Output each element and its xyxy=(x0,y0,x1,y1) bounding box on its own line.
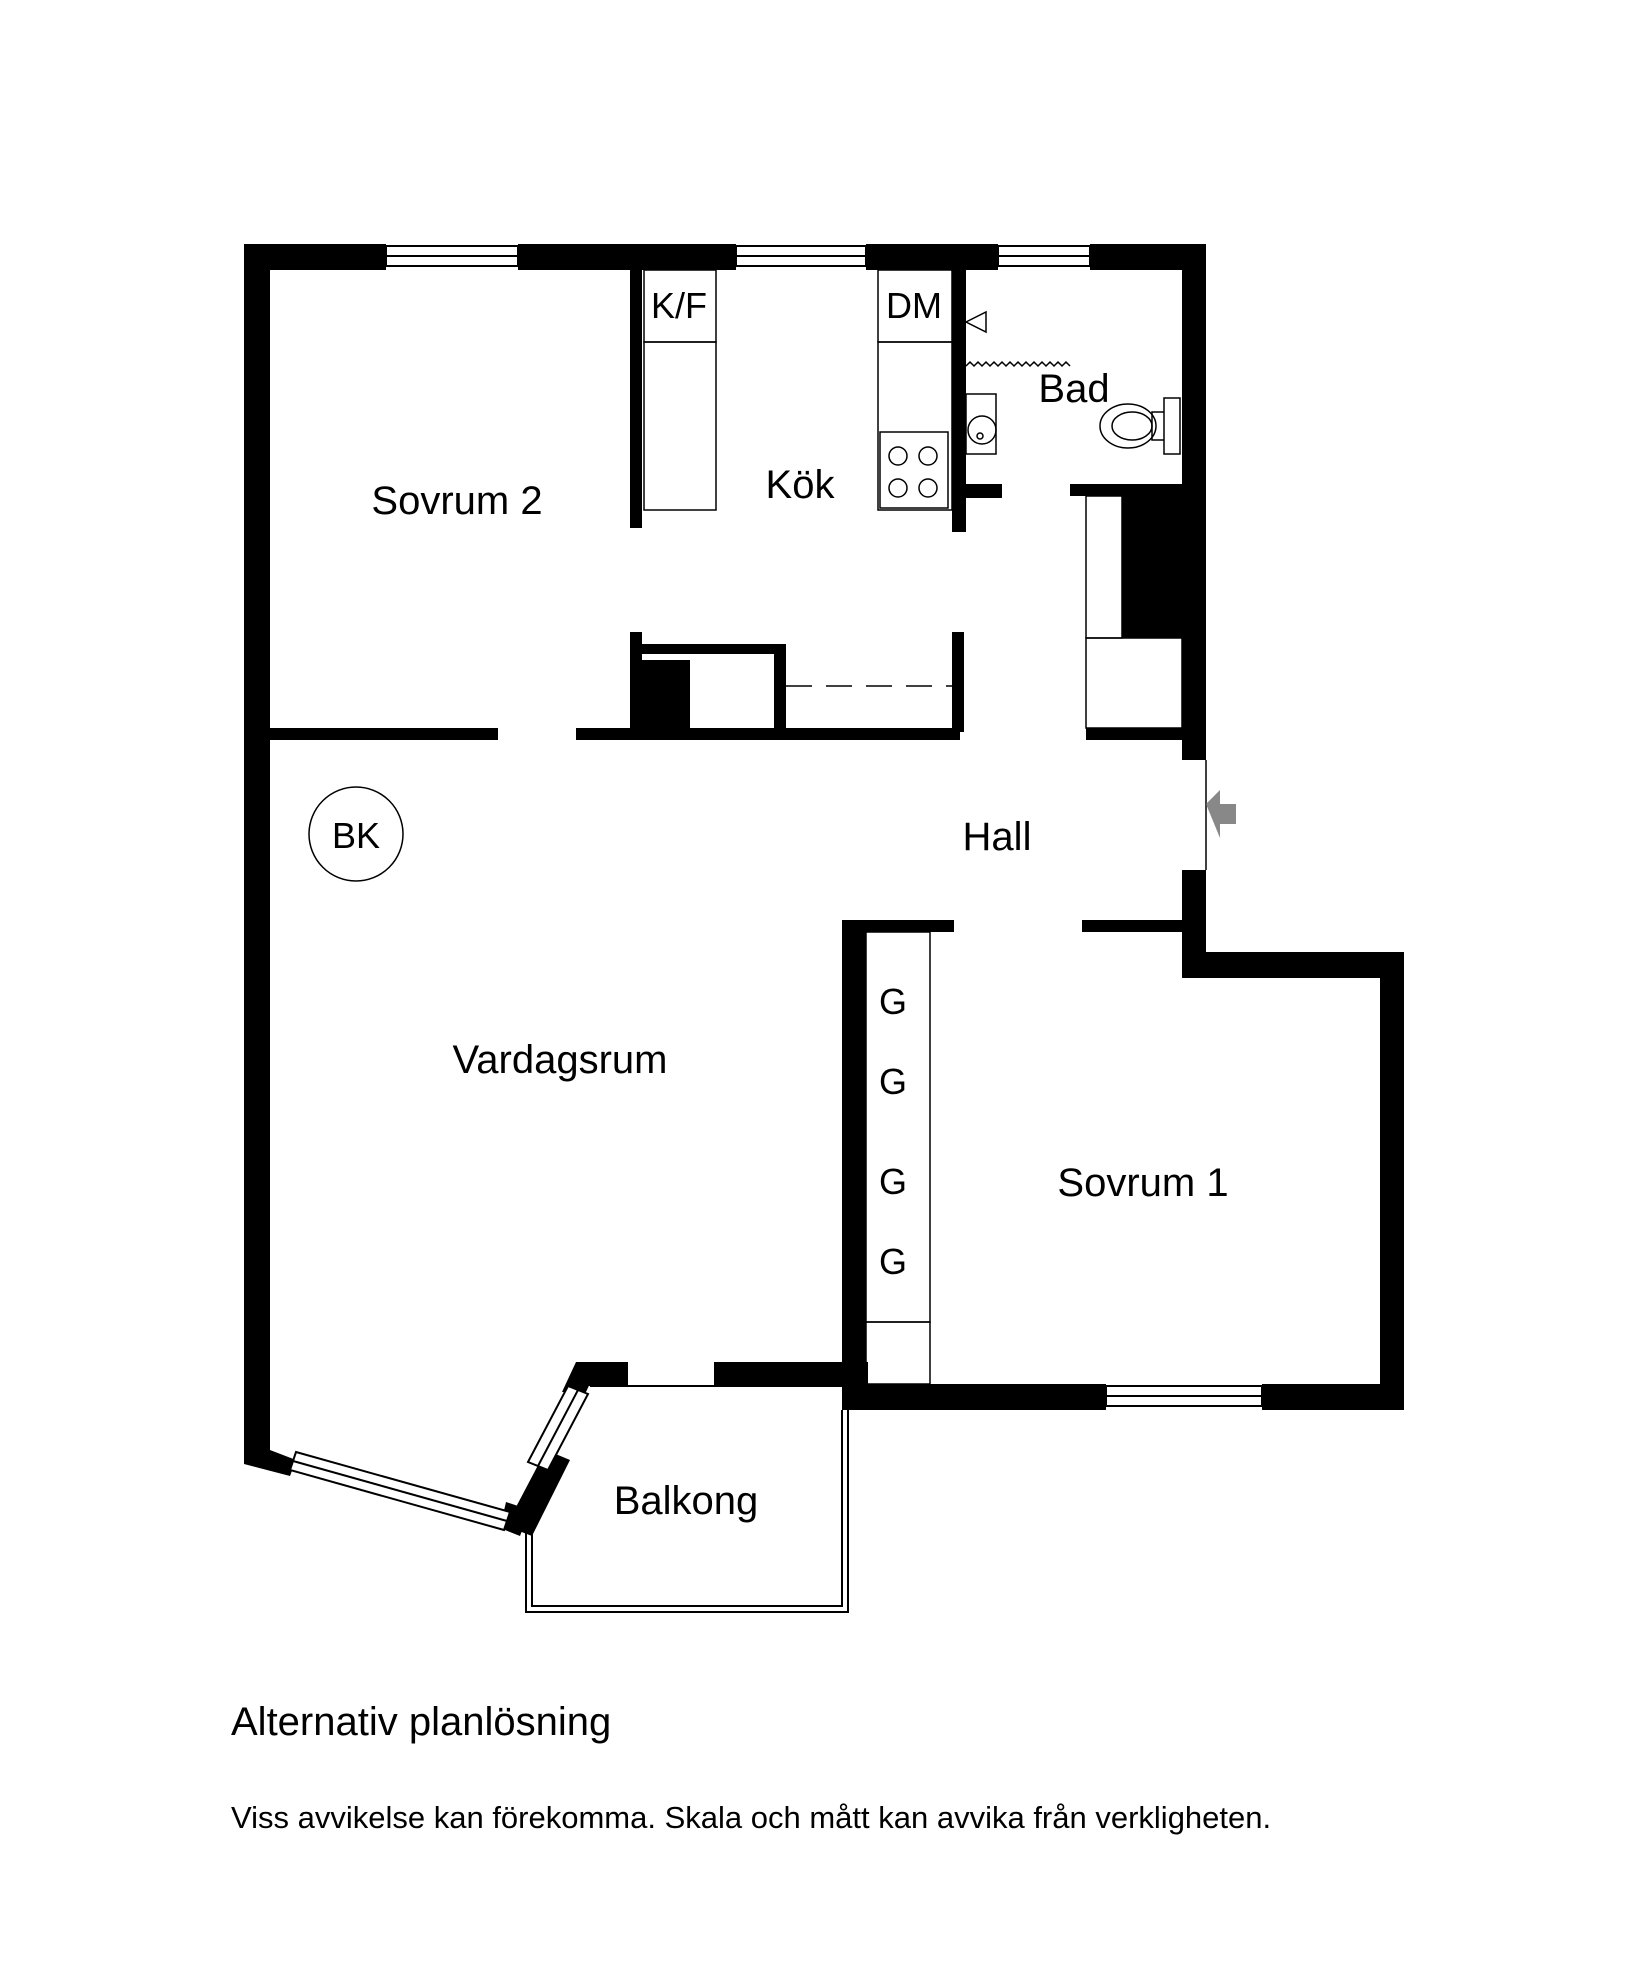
washer-label: BK xyxy=(332,815,380,856)
wardrobe-label: G xyxy=(879,1241,907,1282)
entrance-arrow-icon xyxy=(1206,790,1236,838)
interior-walls xyxy=(270,270,1206,1364)
disclaimer-text: Viss avvikelse kan förekomma. Skala och … xyxy=(231,1800,1272,1835)
plan-caption: Alternativ planlösning xyxy=(231,1700,612,1744)
room-label-bedroom2: Sovrum 2 xyxy=(371,479,542,523)
room-label-bathroom: Bad xyxy=(1038,367,1109,411)
wardrobe-label: G xyxy=(879,1161,907,1202)
fridge-freezer-label: K/F xyxy=(651,285,707,326)
kitchen-counter-left xyxy=(643,269,717,511)
windows xyxy=(288,245,1263,1532)
kitchen-counter-right xyxy=(877,269,953,511)
exterior-walls xyxy=(244,244,1404,1536)
room-label-kitchen: Kök xyxy=(766,463,836,507)
wardrobe-label: G xyxy=(879,981,907,1022)
wardrobe-label: G xyxy=(879,1061,907,1102)
room-label-bedroom1: Sovrum 1 xyxy=(1057,1161,1228,1205)
sink-icon xyxy=(965,393,997,455)
hall-closet xyxy=(1085,495,1183,729)
stove-icon xyxy=(888,446,938,498)
room-label-living: Vardagsrum xyxy=(453,1038,668,1082)
room-label-balcony: Balkong xyxy=(614,1479,759,1523)
toilet-icon xyxy=(1099,397,1181,455)
room-label-hall: Hall xyxy=(963,815,1032,859)
dishwasher-label: DM xyxy=(886,285,942,326)
shower-icon xyxy=(964,310,1071,368)
wardrobe-unit xyxy=(865,931,931,1385)
balcony-railing xyxy=(525,1385,849,1613)
washer-icon xyxy=(308,786,404,882)
